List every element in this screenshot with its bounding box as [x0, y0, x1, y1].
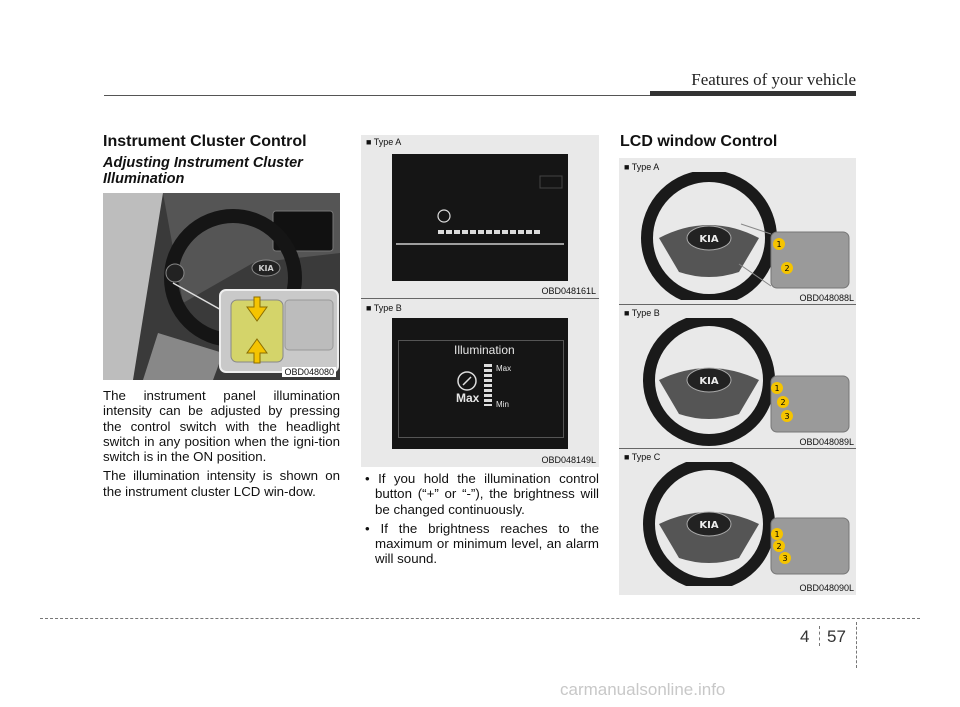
- paragraph-2: The illumination intensity is shown on t…: [103, 468, 340, 499]
- lcd-screen-type-a: [392, 154, 568, 281]
- figure-divider: [361, 298, 599, 299]
- paragraph-1: The instrument panel illumination intens…: [103, 388, 340, 465]
- steering-figures: ■ Type A KIA 1 2 OBD048088L ■ Type B KIA…: [619, 158, 856, 595]
- lcd-screen-type-b: Illumination Max Max Min: [392, 318, 568, 449]
- screen-title: Illumination: [454, 343, 515, 357]
- callout-1: 1: [776, 240, 781, 249]
- wheel-type-c-label: ■ Type C: [624, 452, 661, 462]
- wheel-type-c-code: OBD048090L: [799, 583, 854, 593]
- bullet-item-2: • If the brightness reaches to the maxim…: [365, 520, 599, 567]
- divider-b: [619, 448, 856, 449]
- photo-code: OBD048080: [282, 367, 336, 377]
- section-heading-instrument-cluster: Instrument Cluster Control: [103, 133, 307, 150]
- scale-min-label: Min: [496, 400, 509, 409]
- watermark: carmanualsonline.info: [560, 680, 726, 699]
- callout-2: 2: [780, 398, 785, 407]
- footer-rule: [40, 618, 920, 619]
- subheading-illumination: Adjusting Instrument Cluster Illuminatio…: [103, 155, 303, 187]
- kia-logo: KIA: [699, 520, 718, 531]
- illumination-window: [398, 340, 564, 438]
- wheel-type-a-code: OBD048088L: [799, 293, 854, 303]
- steering-wheel-type-b: KIA 1 2 3: [643, 318, 850, 446]
- type-b-code: OBD048149L: [541, 455, 596, 465]
- page-number: 57: [827, 627, 846, 646]
- brightness-scale: [484, 364, 492, 406]
- type-b-label: ■ Type B: [366, 303, 402, 313]
- callout-2: 2: [784, 264, 789, 273]
- section-heading-lcd-window: LCD window Control: [620, 133, 778, 150]
- type-a-label: ■ Type A: [366, 137, 402, 147]
- kia-logo: KIA: [258, 264, 274, 273]
- callout-3: 3: [784, 412, 789, 421]
- bullet-item-1: • If you hold the illumination control b…: [365, 471, 599, 517]
- steering-wheel-type-c: KIA 1 2 3: [643, 462, 850, 586]
- wheel-type-a-label: ■ Type A: [624, 162, 660, 172]
- type-a-code: OBD048161L: [541, 286, 596, 296]
- chapter-number: 4: [800, 627, 810, 646]
- divider-a: [619, 304, 856, 305]
- figure-type-a: ■ Type A OBD048161L: [361, 135, 599, 298]
- illumination-icon: [457, 371, 477, 391]
- callout-3: 3: [782, 554, 787, 563]
- dashboard-illustration: KIA: [103, 193, 340, 380]
- kia-logo: KIA: [699, 376, 718, 387]
- callout-2: 2: [776, 542, 781, 551]
- page-number-separator: [819, 626, 820, 646]
- footer-vertical-rule: [856, 622, 857, 668]
- wheel-type-b-code: OBD048089L: [799, 437, 854, 447]
- header-rule-accent: [650, 91, 856, 96]
- scale-max-label: Max: [496, 364, 512, 373]
- wheel-type-b-label: ■ Type B: [624, 308, 660, 318]
- dashboard-photo: KIA OBD048080: [103, 193, 340, 380]
- callout-1: 1: [774, 530, 779, 539]
- running-header: Features of your vehicle: [691, 70, 856, 89]
- steering-wheel-type-a: KIA 1 2: [641, 172, 850, 300]
- callout-1: 1: [774, 384, 779, 393]
- screen-value: Max: [456, 391, 480, 405]
- paragraph-illumination-intro: The instrument panel illumination intens…: [103, 388, 340, 499]
- header-rule: [104, 95, 856, 96]
- figure-type-b: ■ Type B Illumination Max Max Min OBD048…: [361, 299, 599, 467]
- kia-logo: KIA: [699, 234, 718, 245]
- bullet-list: • If you hold the illumination control b…: [361, 471, 599, 567]
